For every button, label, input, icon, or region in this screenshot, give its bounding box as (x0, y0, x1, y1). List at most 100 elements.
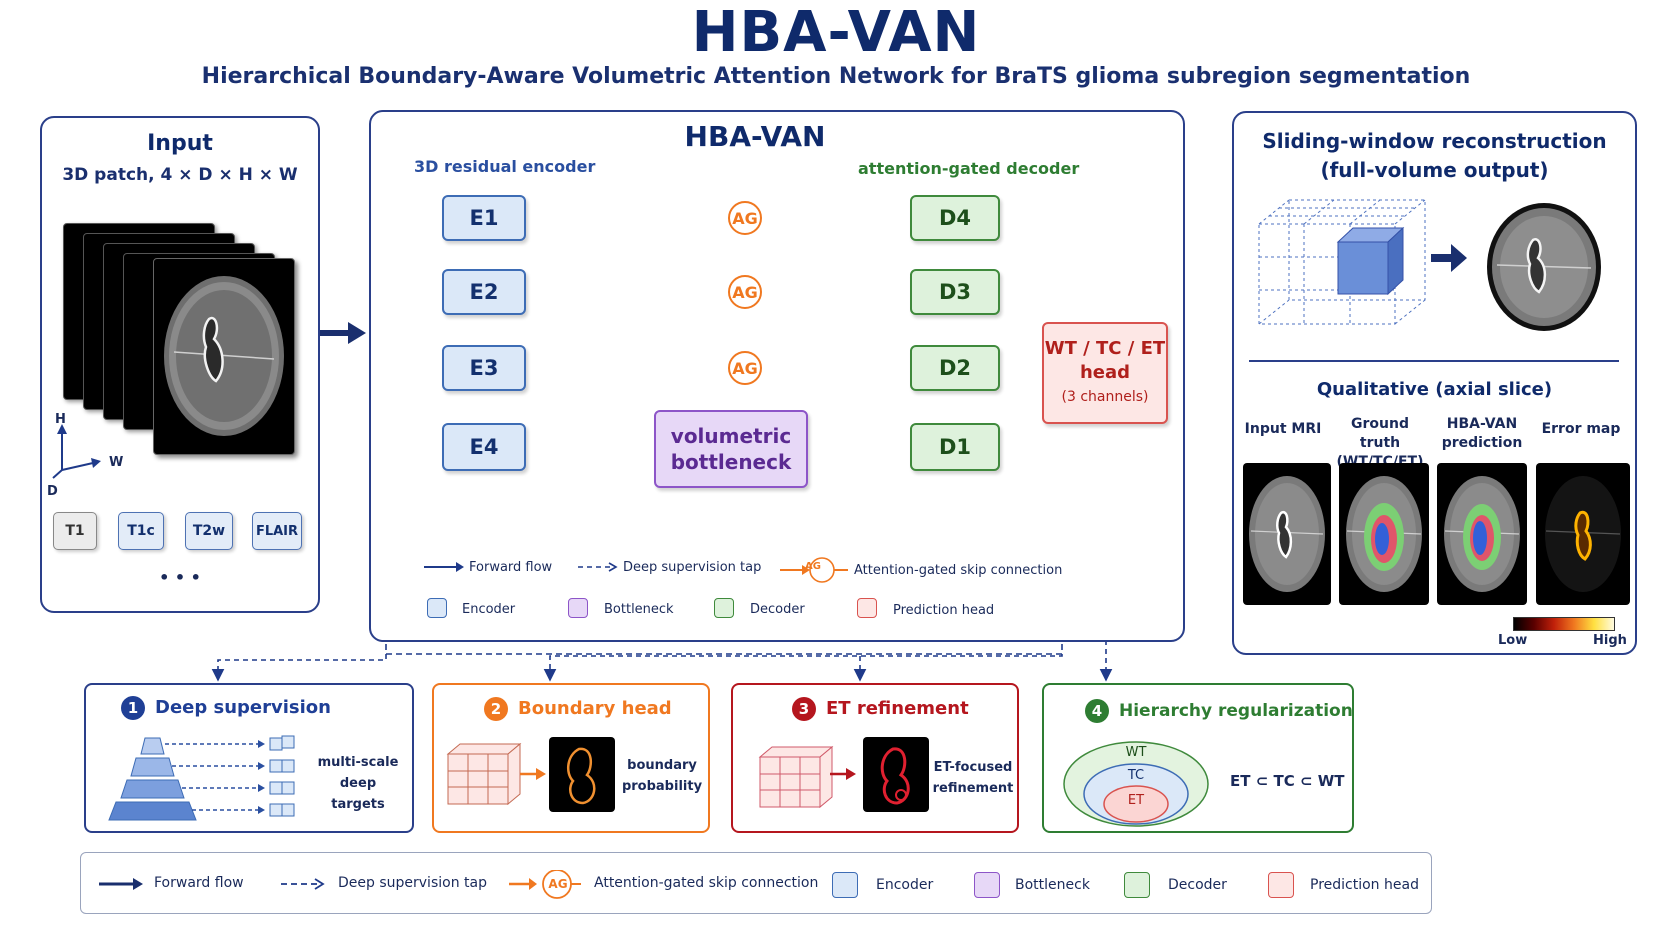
output-title-line1: Sliding-window reconstruction (1262, 129, 1607, 153)
main-subtitle: Hierarchical Boundary-Aware Volumetric A… (201, 64, 1471, 89)
modality-t2w: T2w (185, 512, 233, 550)
inner-legend-marks (424, 557, 848, 583)
ag-gate-1: AG (728, 201, 762, 235)
axes-icon (52, 424, 101, 479)
more-modalities: • • • (159, 568, 201, 587)
ag-gate-2: AG (728, 275, 762, 309)
boundary-arrow-icon (520, 768, 546, 780)
set-tc-label: TC (1127, 768, 1145, 783)
encoder-e4: E4 (442, 423, 526, 471)
bottleneck-node: volumetric bottleneck (654, 410, 808, 488)
decoder-d3: D3 (910, 269, 1000, 315)
encoder-e1: E1 (442, 195, 526, 241)
et-grid-icon (758, 745, 834, 809)
decoder-d4: D4 (910, 195, 1000, 241)
axis-h-label: H (55, 412, 66, 427)
module-4-text: ET ⊂ TC ⊂ WT (1230, 772, 1345, 790)
qual-col-pred: HBA-VAN prediction (1441, 416, 1523, 451)
axis-w-label: W (109, 455, 124, 470)
sliding-window-diagram (1258, 199, 1467, 325)
inner-legend-head: Prediction head (893, 603, 995, 618)
output-divider (1249, 360, 1619, 362)
bottom-legend-bottleneck: Bottleneck (1015, 877, 1090, 893)
boundary-grid-icon (446, 742, 534, 806)
qual-col-error: Error map (1541, 421, 1621, 437)
inner-legend-encoder: Encoder (462, 602, 516, 617)
modality-t1c: T1c (118, 512, 164, 550)
error-colorbar (1513, 617, 1615, 631)
decoder-d1: D1 (910, 423, 1000, 471)
inner-legend-bottleneck: Bottleneck (604, 602, 674, 617)
module-2-header: 2 Boundary head (484, 697, 672, 721)
set-wt-label: WT (1125, 745, 1147, 760)
decoder-d2: D2 (910, 345, 1000, 391)
inner-legend-encoder-swatch (427, 598, 447, 618)
module-1-text: multi-scale deep targets (317, 755, 399, 812)
qual-image-gt (1339, 463, 1429, 605)
bottom-legend-encoder-swatch (832, 872, 858, 898)
head-line3: (3 channels) (1061, 389, 1149, 405)
qual-image-error (1536, 463, 1630, 605)
bottom-legend-marks (99, 870, 581, 899)
inner-legend-ag: AG (805, 561, 821, 572)
ag-gate-3: AG (728, 351, 762, 385)
qual-col-input: Input MRI (1244, 421, 1322, 437)
inner-legend-attn: Attention-gated skip connection (854, 563, 1063, 578)
encoder-e3: E3 (442, 345, 526, 391)
input-title: Input (147, 131, 213, 156)
qual-image-input (1243, 463, 1331, 605)
bottom-legend-head: Prediction head (1310, 877, 1419, 893)
module-1-number: 1 (121, 696, 145, 720)
bottom-legend-bottleneck-swatch (974, 872, 1000, 898)
output-title: Sliding-window reconstruction (full-volu… (1232, 127, 1637, 185)
inner-legend-head-swatch (857, 598, 877, 618)
bottom-legend-decoder-swatch (1124, 872, 1150, 898)
qual-title: Qualitative (axial slice) (1316, 379, 1553, 400)
module-2-text: boundary probability (621, 758, 703, 794)
bottom-legend-tap: Deep supervision tap (338, 875, 487, 891)
brain-slice-image (164, 276, 284, 436)
network-title: HBA-VAN (684, 120, 826, 153)
pyramid-icon (108, 735, 295, 821)
boundary-probability-image (549, 737, 615, 812)
module-4-number: 4 (1085, 699, 1109, 723)
hierarchy-sets-icon (1063, 741, 1209, 827)
module-3-text: ET-focused refinement (932, 760, 1014, 796)
inner-legend-decoder: Decoder (750, 602, 805, 617)
inner-legend-decoder-swatch (714, 598, 734, 618)
bottom-legend-attn: Attention-gated skip connection (594, 875, 819, 891)
module-2-title: Boundary head (518, 698, 672, 719)
modality-flair: FLAIR (252, 512, 302, 550)
inner-legend-bottleneck-swatch (568, 598, 588, 618)
bottom-legend-forward: Forward flow (154, 875, 244, 891)
qual-image-pred (1437, 463, 1527, 605)
prediction-head-node: WT / TC / ET head (3 channels) (1042, 322, 1168, 424)
module-3-header: 3 ET refinement (792, 697, 969, 721)
bottom-legend-encoder: Encoder (876, 877, 934, 893)
et-arrow-icon (830, 768, 856, 780)
axis-d-label: D (47, 484, 58, 499)
module-2-number: 2 (484, 697, 508, 721)
output-title-line2: (full-volume output) (1320, 158, 1549, 182)
main-title: HBA-VAN (691, 0, 981, 65)
reconstructed-volume-image (1483, 200, 1605, 335)
module-1-title: Deep supervision (155, 697, 331, 718)
bottom-legend-ag: AG (548, 877, 568, 891)
decoder-label: attention-gated decoder (858, 159, 1080, 178)
modality-t1: T1 (53, 512, 97, 550)
inner-legend-tap: Deep supervision tap (623, 560, 762, 575)
et-refinement-image (863, 737, 929, 812)
inner-legend-forward: Forward flow (469, 560, 553, 575)
head-line1: WT / TC / ET (1044, 338, 1166, 359)
module-3-number: 3 (792, 697, 816, 721)
bottleneck-line1: volumetric (670, 424, 792, 448)
input-shape: 3D patch, 4 × D × H × W (62, 165, 298, 185)
encoder-e2: E2 (442, 269, 526, 315)
bottleneck-line2: bottleneck (670, 450, 792, 474)
encoder-label: 3D residual encoder (414, 157, 596, 176)
head-line2: head (1079, 362, 1131, 383)
module-1-header: 1 Deep supervision (121, 696, 331, 720)
bottom-legend-head-swatch (1268, 872, 1294, 898)
module-3-title: ET refinement (826, 698, 969, 719)
